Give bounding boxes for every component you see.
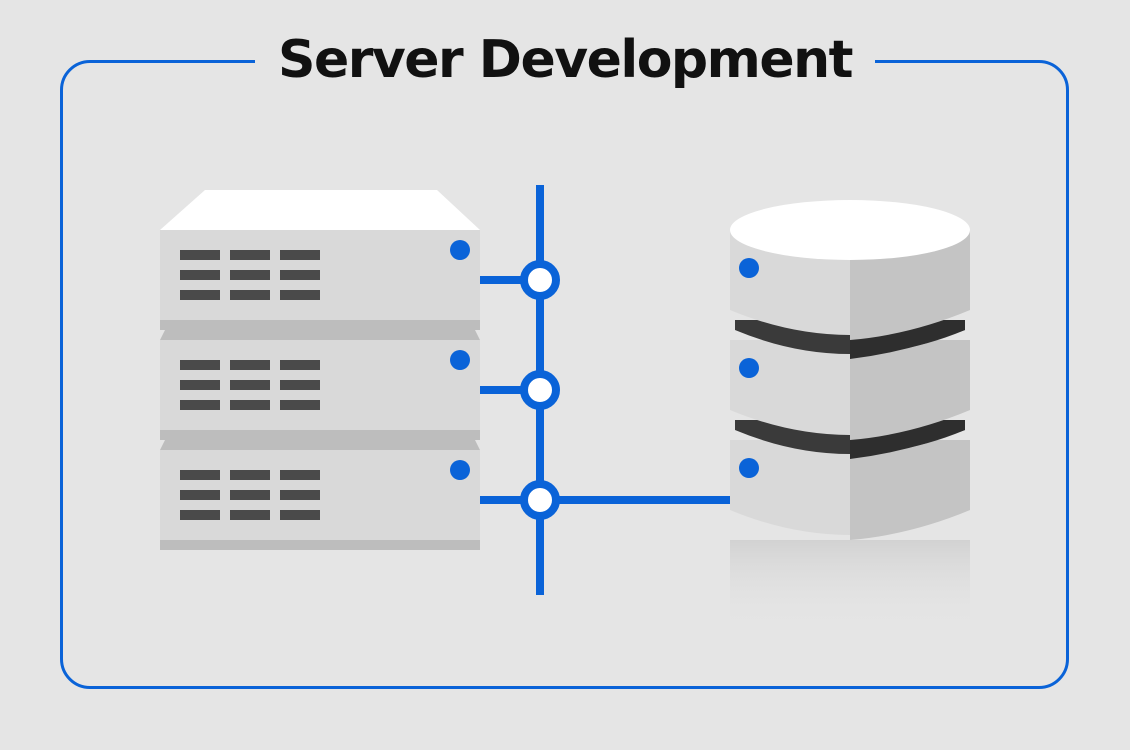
server-status-led [450, 350, 470, 370]
database-icon [730, 200, 970, 630]
network-bus [480, 185, 732, 595]
server-vent-icon [180, 470, 320, 520]
diagram-title: Server Development [255, 26, 875, 94]
connection-node-icon [520, 370, 560, 410]
server-unit-1 [160, 230, 480, 330]
database-status-led [739, 458, 759, 478]
server-rack-icon [160, 190, 480, 550]
server-status-led [450, 240, 470, 260]
server-rack-top [160, 190, 480, 230]
server-status-led [450, 460, 470, 480]
connection-node-icon [520, 480, 560, 520]
server-vent-icon [180, 360, 320, 410]
server-vent-icon [180, 250, 320, 300]
database-status-led [739, 258, 759, 278]
connection-node-icon [520, 260, 560, 300]
server-unit-3 [160, 440, 480, 550]
database-status-led [739, 358, 759, 378]
database-reflection [730, 540, 970, 630]
server-unit-2 [160, 330, 480, 440]
database-top-cap [730, 200, 970, 260]
